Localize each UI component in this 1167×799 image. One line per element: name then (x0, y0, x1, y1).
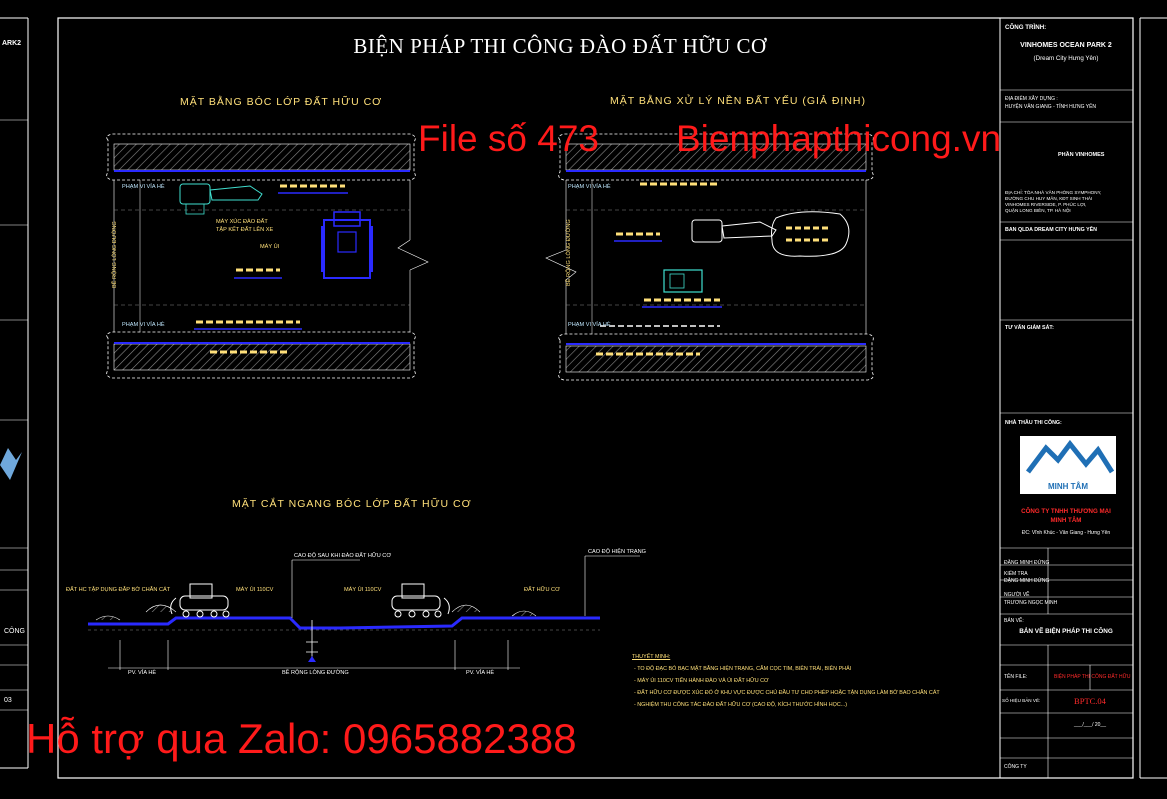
tb-role-3-label: NGƯỜI VẼ (1004, 592, 1030, 598)
tb-ban-ve: BẢN VẼ BIỆN PHÁP THI CÔNG (1019, 628, 1113, 635)
tb-role-3: TRƯƠNG NGỌC MINH (1004, 600, 1058, 606)
plan-left-vanh-bottom: PHẠM VI VỈA HÈ (122, 322, 165, 328)
excavator-note-1: MÁY XÚC ĐÀO ĐẤT (216, 219, 268, 225)
left-sheet-fragment (0, 17, 29, 769)
watermark-zalo: Hỗ trợ qua Zalo: 0965882388 (26, 715, 577, 762)
tb-ten-file-label: TÊN FILE: (1004, 674, 1028, 680)
tb-role-1: ĐẶNG MINH ĐỨNG (1004, 560, 1050, 566)
plan-right-vertical-note: BỀ RỘNG LÒNG ĐƯỜNG (566, 219, 572, 286)
tb-ngay: ___/___/ 20__ (1074, 722, 1106, 728)
tb-dia-diem: HUYỆN VĂN GIANG - TỈNH HƯNG YÊN (1005, 104, 1097, 110)
be-rong-label: BỀ RỘNG LÒNG ĐƯỜNG (282, 670, 349, 676)
title-block-frame (999, 17, 1134, 779)
may-ui-label-1: MÁY ỦI 110CV (236, 587, 274, 593)
tb-project-sub: (Dream City Hưng Yên) (1033, 55, 1099, 62)
tb-project-name: VINHOMES OCEAN PARK 2 (1020, 42, 1112, 49)
plan-left (106, 133, 429, 379)
tb-role-2-label: KIỂM TRA (1004, 571, 1028, 577)
note-line-4: - NGHIỆM THU CÔNG TÁC ĐÀO ĐẤT HỮU CƠ (CA… (634, 702, 848, 708)
tb-so-hieu-label: SỐ HIỆU BẢN VẼ: (1002, 698, 1041, 703)
left-strip-code: 03 (4, 697, 12, 704)
pv-right-label: PV. VỈA HÈ (466, 670, 495, 676)
tb-role-2: ĐẶNG MINH ĐỨNG (1004, 578, 1050, 584)
tb-ten-file: BIỆN PHÁP THI CÔNG ĐẤT HỮU (1054, 674, 1131, 680)
cao-do-sau-label: CAO ĐỘ SAU KHI ĐÀO ĐẤT HỮU CƠ (294, 553, 392, 559)
cross-section (88, 555, 640, 670)
watermark-site: Bienphapthicong.vn (676, 118, 1002, 159)
title-block-rows (1000, 89, 1133, 778)
tb-address-3: VINHOMES RIVERSIDE, P. PHÚC LỢI, (1005, 202, 1087, 207)
plan-right-title: MẶT BẰNG XỬ LÝ NỀN ĐẤT YẾU (GIẢ ĐỊNH) (610, 95, 867, 107)
plan-left-vertical-note: BỀ RỘNG LÒNG ĐƯỜNG (112, 221, 118, 288)
tb-chu-dau-tu: PHẦN VINHOMES (1058, 152, 1105, 158)
plan-right-vanh-top: PHẠM VI VỈA HÈ (568, 184, 611, 190)
pv-left-label: PV. VỈA HÈ (128, 670, 157, 676)
plan-right-vanh-bottom: PHẠM VI VỈA HÈ (568, 322, 611, 328)
plan-left-title: MẶT BẰNG BÓC LỚP ĐẤT HỮU CƠ (180, 96, 383, 108)
note-line-3: - ĐẤT HỮU CƠ ĐƯỢC XÚC ĐỔ Ở KHU VỰC ĐƯỢC … (634, 690, 940, 696)
note-line-1: - TO ĐỘ ĐẠC BÓ BẠC MẶT BẰNG HIỆN TRẠNG, … (634, 666, 852, 672)
may-ui-label-2: MÁY ỦI 110CV (344, 587, 382, 593)
dat-huu-co-label: ĐẤT HỮU CƠ (524, 587, 560, 593)
tb-logo-text: MINH TÂM (1048, 482, 1088, 491)
tb-nha-thau-label: NHÀ THẦU THI CÔNG: (1005, 420, 1062, 426)
plan-right (545, 133, 874, 381)
left-strip-cong: CÔNG (4, 628, 25, 635)
tb-ban-qlda: BAN QLDA DREAM CITY HƯNG YÊN (1005, 227, 1097, 233)
watermark-file-no: File số 473 (418, 118, 599, 159)
tb-company-2: MINH TÂM (1050, 517, 1082, 524)
bulldozer-note: MÁY ỦI (260, 244, 280, 250)
drawing-title: BIỆN PHÁP THI CÔNG ĐÀO ĐẤT HỮU CƠ (353, 34, 767, 58)
tb-address-1: ĐỊA CHỈ: TÒA NHÀ VĂN PHÒNG SYMPHONY, (1005, 190, 1102, 195)
tb-address-2: ĐƯỜNG CHU HUY MÂN, KĐT SINH THÁI (1005, 196, 1093, 201)
tb-company-1: CÔNG TY TNHH THƯƠNG MẠI (1021, 508, 1111, 515)
tb-dia-diem-label: ĐỊA ĐIỂM XÂY DỰNG : (1005, 96, 1058, 102)
tb-company-addr: ĐC: Vĩnh Khúc - Văn Giang - Hưng Yên (1021, 530, 1111, 536)
left-strip-project: ARK2 (2, 40, 22, 47)
dat-tap-dung-label: ĐẤT HC TẬP DỤNG ĐẮP BỜ CHẮN CÁT (66, 587, 171, 593)
tb-so-hieu: BPTC.04 (1074, 696, 1106, 706)
notes-heading: THUYẾT MINH: (632, 654, 671, 660)
tb-address-4: QUẬN LONG BIÊN, TP. HÀ NỘI (1005, 208, 1071, 213)
tb-cong-trinh-label: CÔNG TRÌNH: (1005, 24, 1047, 31)
excavator-note-2: TẬP KẾT ĐẤT LÊN XE (216, 227, 274, 233)
cao-do-hien-trang-label: CAO ĐỘ HIỆN TRẠNG (588, 549, 647, 555)
plan-left-vanh-top: PHẠM VI VỈA HÈ (122, 184, 165, 190)
tb-tv-label: TƯ VẤN GIÁM SÁT: (1005, 325, 1054, 331)
contractor-logo (1020, 436, 1116, 494)
tb-ban-ve-label: BẢN VẼ: (1004, 618, 1024, 624)
note-line-2: - MÁY ỦI 110CV TIẾN HÀNH ĐÀO VÀ ỦI ĐẤT H… (634, 678, 769, 684)
section-title: MẶT CẮT NGANG BÓC LỚP ĐẤT HỮU CƠ (232, 498, 472, 510)
tb-cong-ty: CÔNG TY (1004, 764, 1027, 770)
